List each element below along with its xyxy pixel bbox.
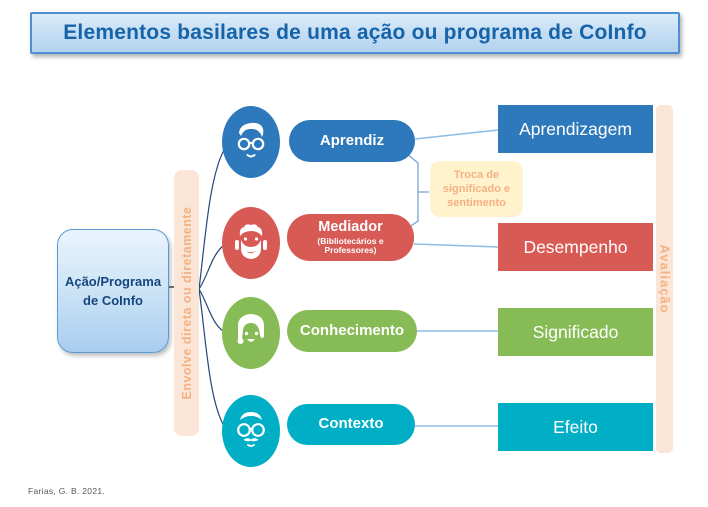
evaluation-bar: Avaliação [656, 105, 673, 453]
involves-bar-label: Envolve direta ou diretamente [179, 206, 194, 400]
contexto-pill-label: Contexto [318, 415, 384, 433]
curve-to-contexto [198, 288, 225, 427]
exchange-box-label: Troca de significado e sentimento [442, 168, 511, 210]
conhecimento-avatar [222, 297, 280, 369]
mediador-pill: Mediador (Bibliotecários e Professores) [287, 214, 414, 261]
aprendiz-pill: Aprendiz [289, 120, 415, 162]
bearded-man-headset-icon [235, 224, 267, 259]
evaluation-bar-label: Avaliação [657, 244, 672, 314]
curve-to-conhecimento [198, 288, 224, 332]
exchange-box: Troca de significado e sentimento [430, 161, 523, 217]
mediador-avatar [222, 207, 280, 279]
slide-title-box: Elementos basilares de uma ação ou progr… [30, 12, 680, 54]
contexto-avatar [222, 395, 280, 467]
source-program-label: Ação/Programa de CoInfo [64, 273, 162, 309]
man-glasses-mustache-icon [237, 412, 265, 447]
efeito-result-box: Efeito [498, 403, 653, 451]
woman-bob-hair-icon [237, 314, 265, 344]
contexto-pill: Contexto [287, 404, 415, 445]
conhecimento-pill-label: Conhecimento [299, 321, 405, 339]
desempenho-result-box: Desempenho [498, 223, 653, 271]
link-aprendiz-aprendizagem [414, 129, 499, 140]
aprendizagem-result-box: Aprendizagem [498, 105, 653, 153]
desempenho-result-label: Desempenho [523, 236, 628, 257]
conhecimento-pill: Conhecimento [287, 310, 417, 352]
efeito-result-label: Efeito [553, 416, 598, 437]
significado-result-label: Significado [532, 321, 619, 342]
aprendiz-pill-label: Aprendiz [319, 131, 385, 149]
curve-to-mediador [198, 245, 224, 290]
mediador-pill-sublabel: (Bibliotecários e Professores) [317, 235, 384, 255]
involves-bar: Envolve direta ou diretamente [174, 170, 199, 436]
mediador-pill-label: Mediador [318, 218, 383, 235]
source-program-box: Ação/Programa de CoInfo [57, 229, 169, 353]
curve-to-aprendiz [198, 149, 225, 290]
citation: Farias, G. B. 2021. [28, 486, 106, 496]
significado-result-box: Significado [498, 308, 653, 356]
aprendizagem-result-label: Aprendizagem [519, 118, 632, 139]
link-mediador-desempenho [413, 243, 499, 248]
exchange-bracket [404, 151, 429, 231]
slide-title: Elementos basilares de uma ação ou progr… [63, 21, 647, 44]
young-man-glasses-icon [237, 122, 265, 158]
aprendiz-avatar [222, 106, 280, 178]
